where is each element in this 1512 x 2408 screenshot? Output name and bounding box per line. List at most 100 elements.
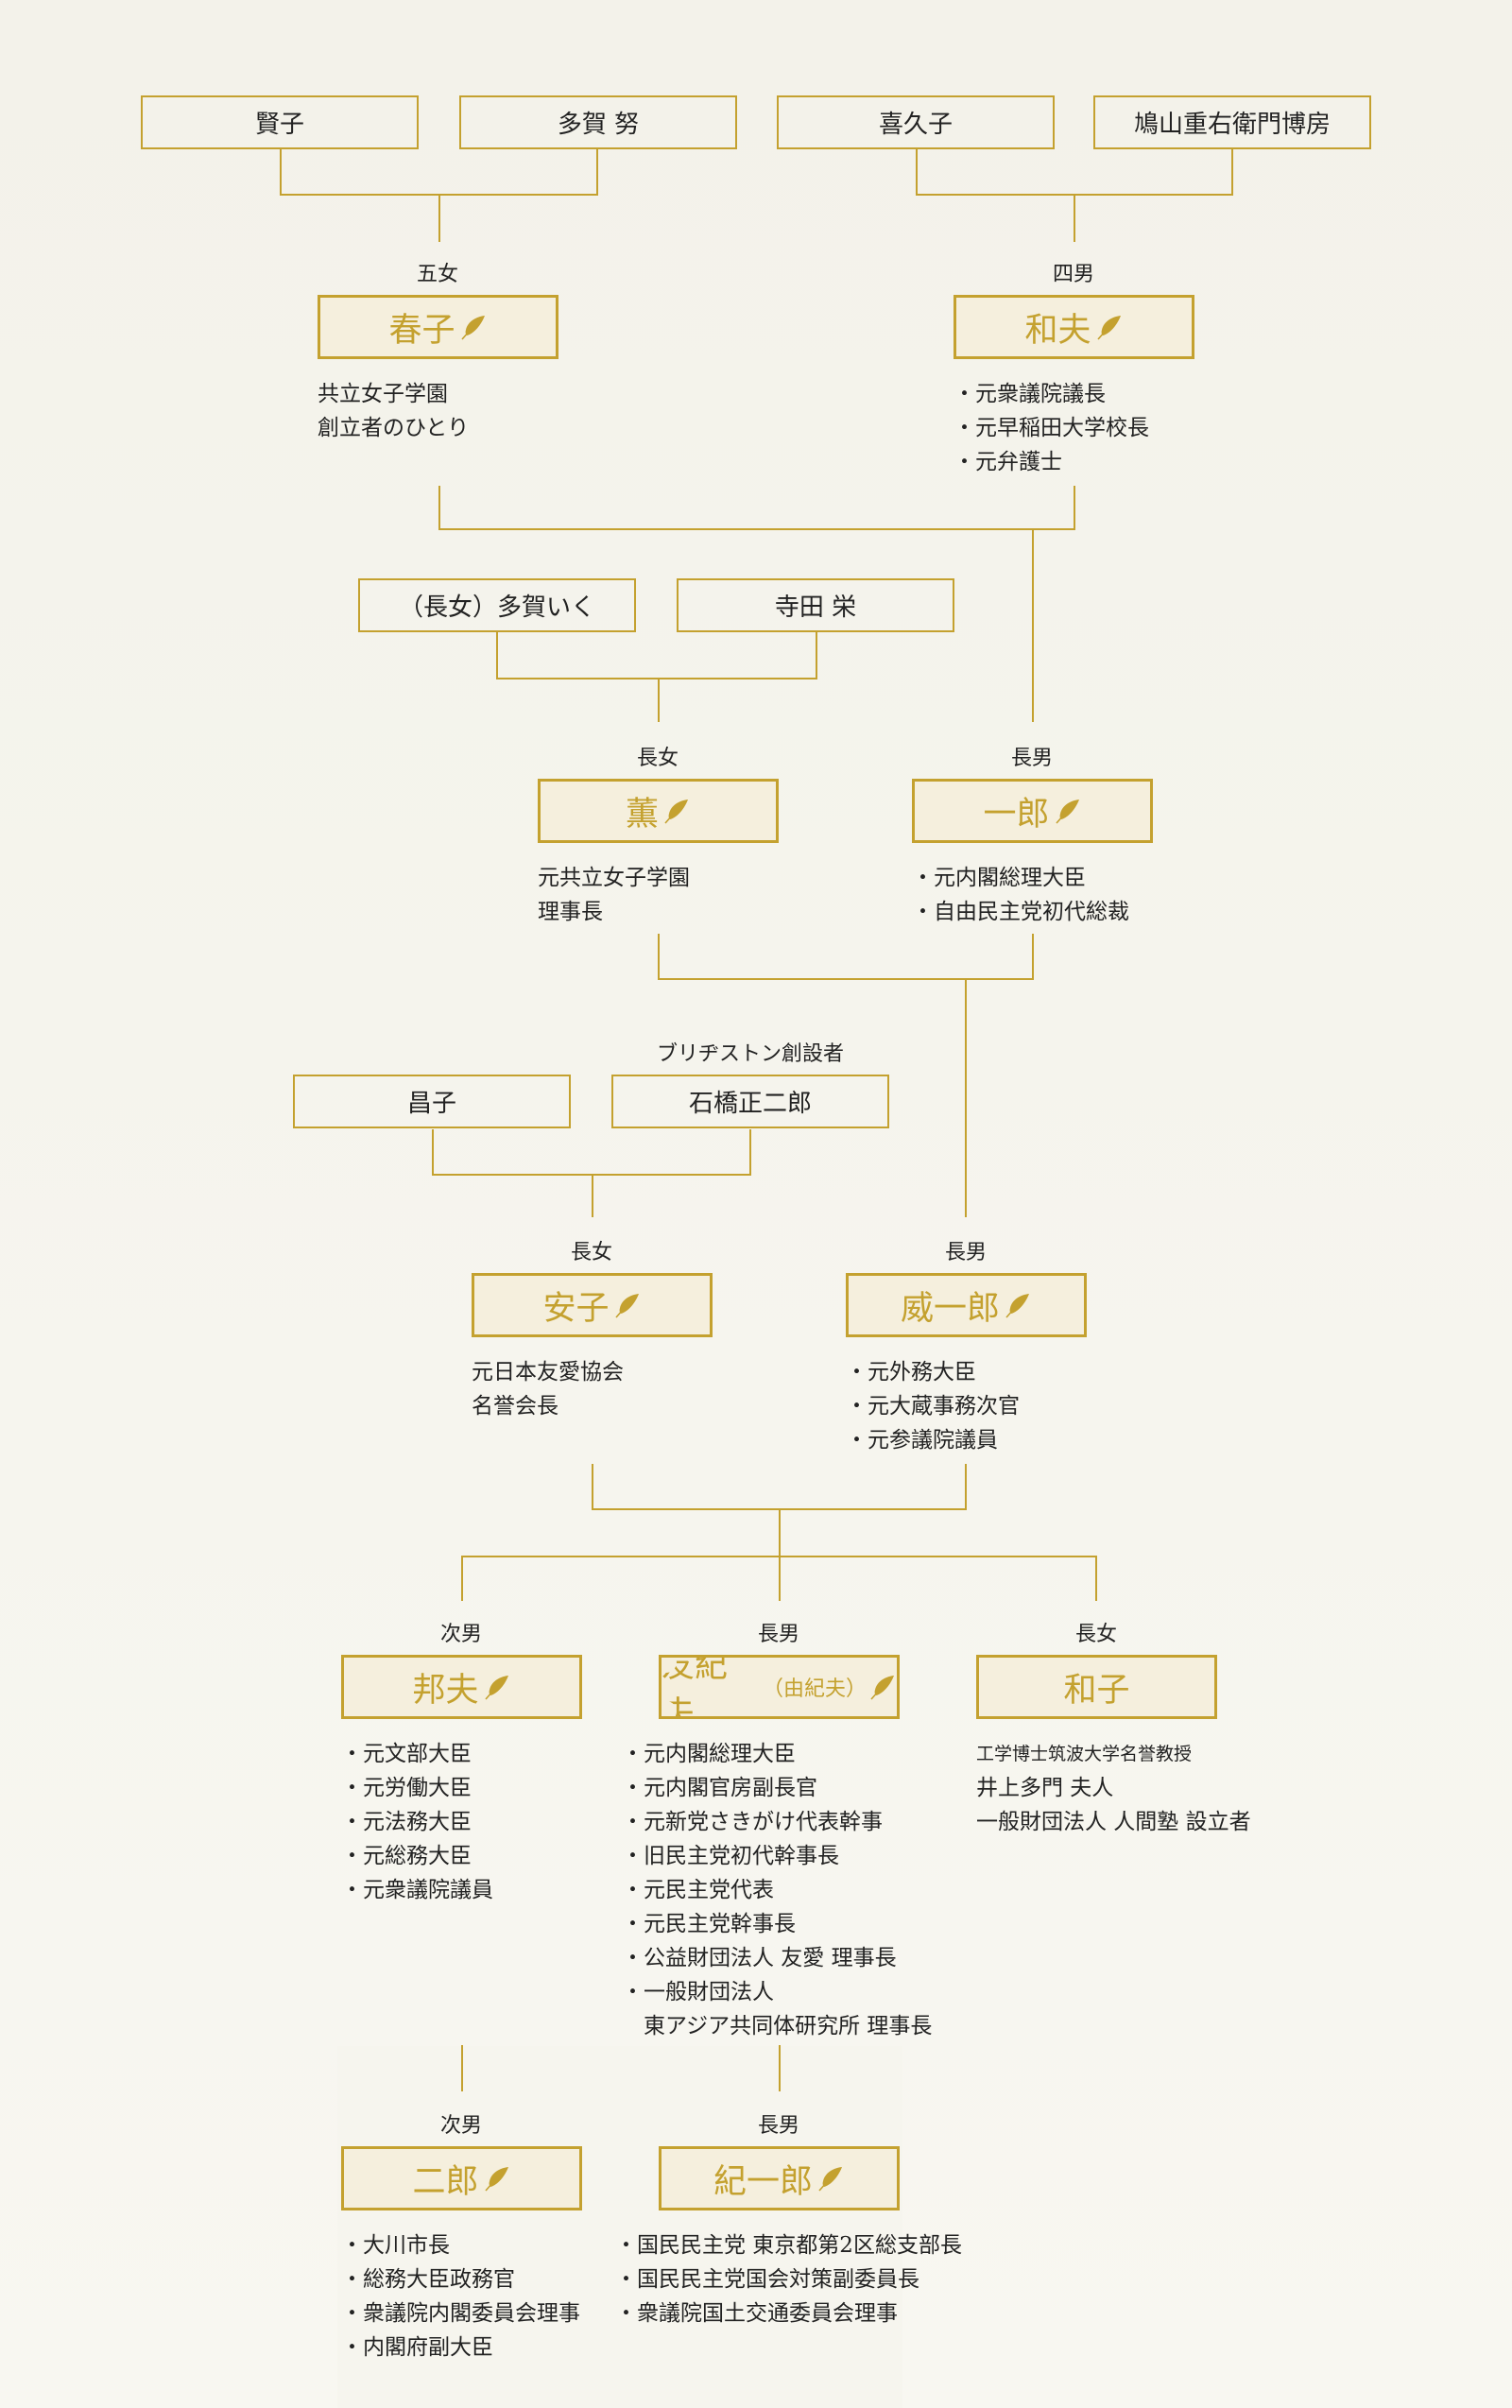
person-kunio[interactable]: 邦夫 [341, 1655, 582, 1719]
note-line: ・元文部大臣 [341, 1742, 472, 1766]
person-notes: ・元文部大臣・元労働大臣・元法務大臣・元総務大臣・元衆議院議員 [341, 1737, 493, 1907]
note-line: ・元参議院議員 [846, 1428, 998, 1453]
note-line: ・一般財団法人 [622, 1980, 774, 2004]
connector-line [438, 194, 440, 242]
note-line: ・元早稲田大学校長 [954, 416, 1149, 440]
corner-ornament [541, 341, 556, 356]
connector-line [965, 978, 967, 1217]
connector-line [438, 528, 1075, 530]
note-line: 元共立女子学園 [538, 866, 690, 890]
corner-ornament [915, 782, 930, 797]
person-notes: ・元内閣総理大臣・元内閣官房副長官・元新党さきがけ代表幹事・旧民主党初代幹事長・… [622, 1737, 932, 2043]
note-line: ・元内閣総理大臣 [622, 1742, 796, 1766]
person-ichiro[interactable]: 一郎 [912, 779, 1153, 843]
parent-box-taga[interactable]: 多賀 努 [459, 95, 737, 149]
relation-label: 長女 [636, 747, 679, 770]
connector-line [496, 678, 817, 679]
corner-ornament [1069, 1319, 1084, 1334]
corner-ornament [344, 1701, 359, 1716]
corner-ornament [956, 298, 971, 313]
person-yukio[interactable]: 友紀夫（由紀夫） [659, 1655, 900, 1719]
corner-ornament [1177, 298, 1192, 313]
person-notes: 元共立女子学園理事長 [538, 861, 690, 929]
person-notes: ・元衆議院議長・元早稲田大学校長・元弁護士 [954, 377, 1149, 479]
connector-line [496, 631, 498, 679]
corner-ornament [474, 1276, 490, 1291]
corner-ornament [1069, 1276, 1084, 1291]
note-line: 東アジア共同体研究所 理事長 [622, 2014, 933, 2038]
corner-ornament [344, 2149, 359, 2164]
corner-ornament [882, 1701, 897, 1716]
person-haruko[interactable]: 春子 [318, 295, 558, 359]
corner-ornament [849, 1276, 864, 1291]
person-kazuo[interactable]: 和夫 [954, 295, 1194, 359]
person-notes: 元日本友愛協会名誉会長 [472, 1355, 624, 1423]
parent-box-kikuko[interactable]: 喜久子 [777, 95, 1055, 149]
quill-leaf-icon [865, 1673, 897, 1701]
corner-ornament [882, 2193, 897, 2208]
connector-line [916, 149, 918, 196]
corner-ornament [564, 1658, 579, 1673]
person-name: 和子 [1063, 1671, 1130, 1710]
corner-ornament [761, 825, 776, 840]
corner-ornament [662, 2193, 677, 2208]
person-iichiro[interactable]: 威一郎 [846, 1273, 1087, 1337]
note-line: 理事長 [538, 900, 603, 924]
connector-line [965, 1464, 967, 1510]
corner-ornament [541, 298, 556, 313]
corner-ornament [1135, 825, 1150, 840]
note-line: ・元衆議院議長 [954, 382, 1106, 406]
note-line: 元日本友愛協会 [472, 1360, 624, 1385]
parent-box-kenko[interactable]: 賢子 [141, 95, 419, 149]
parent-box-hatoyama[interactable]: 鳩山重右衛門博房 [1093, 95, 1371, 149]
note-line: ・元大蔵事務次官 [846, 1394, 1020, 1419]
person-yasuko[interactable]: 安子 [472, 1273, 713, 1337]
corner-ornament [320, 341, 335, 356]
descendants-panel [337, 2046, 902, 2408]
parent-box-masako[interactable]: 昌子 [293, 1075, 571, 1128]
note-line: 井上多門 夫人 [976, 1776, 1114, 1800]
note-line: ・元民主党幹事長 [622, 1912, 796, 1936]
connector-line [779, 2045, 781, 2091]
relation-label: 長男 [1010, 747, 1054, 770]
person-name: 安子 [542, 1289, 610, 1328]
person-notes: ・元内閣総理大臣・自由民主党初代総裁 [912, 861, 1129, 929]
person-notes: 工学博士筑波大学名誉教授井上多門 夫人一般財団法人 人間塾 設立者 [976, 1737, 1251, 1839]
parent-box-terada[interactable]: 寺田 栄 [677, 578, 954, 632]
note-line: ・元総務大臣 [341, 1844, 472, 1868]
note-line: ・衆議院内閣委員会理事 [341, 2301, 580, 2326]
corner-ornament [761, 782, 776, 797]
corner-ornament [882, 1658, 897, 1673]
parent-box-ishibashi[interactable]: 石橋正二郎 [611, 1075, 889, 1128]
relation-label: 長男 [757, 2114, 800, 2138]
person-name: 和夫 [1024, 311, 1091, 350]
person-notes: ・国民民主党 東京都第2区総支部長・国民民主党国会対策副委員長・衆議院国土交通委… [615, 2228, 962, 2331]
person-jiro[interactable]: 二郎 [341, 2146, 582, 2210]
quill-leaf-icon [1000, 1291, 1032, 1319]
connector-line [1074, 486, 1075, 530]
relation-label: 五女 [416, 263, 459, 286]
person-kazuko[interactable]: 和子 [976, 1655, 1217, 1719]
connector-line [1074, 194, 1075, 242]
note-line: ・元民主党代表 [622, 1878, 774, 1902]
parent-box-taga_iku[interactable]: （長女）多賀いく [358, 578, 636, 632]
corner-ornament [474, 1319, 490, 1334]
person-kaoru[interactable]: 薫 [538, 779, 779, 843]
relation-label: 長女 [1074, 1623, 1118, 1646]
person-name: 春子 [388, 311, 455, 350]
connector-line [461, 1556, 1097, 1557]
connector-line [749, 1129, 751, 1176]
corner-ornament [344, 1658, 359, 1673]
quill-leaf-icon [479, 2164, 511, 2193]
note-line: ・元内閣官房副長官 [622, 1776, 817, 1800]
corner-ornament [320, 298, 335, 313]
quill-leaf-icon [1091, 313, 1124, 341]
note-line: ・国民民主党国会対策副委員長 [615, 2267, 919, 2292]
connector-line [658, 678, 660, 722]
connector-line [438, 486, 440, 530]
corner-ornament [1135, 782, 1150, 797]
person-kiichiro[interactable]: 紀一郎 [659, 2146, 900, 2210]
corner-ornament [915, 825, 930, 840]
note-line: ・大川市長 [341, 2233, 450, 2258]
quill-leaf-icon [1050, 797, 1082, 825]
